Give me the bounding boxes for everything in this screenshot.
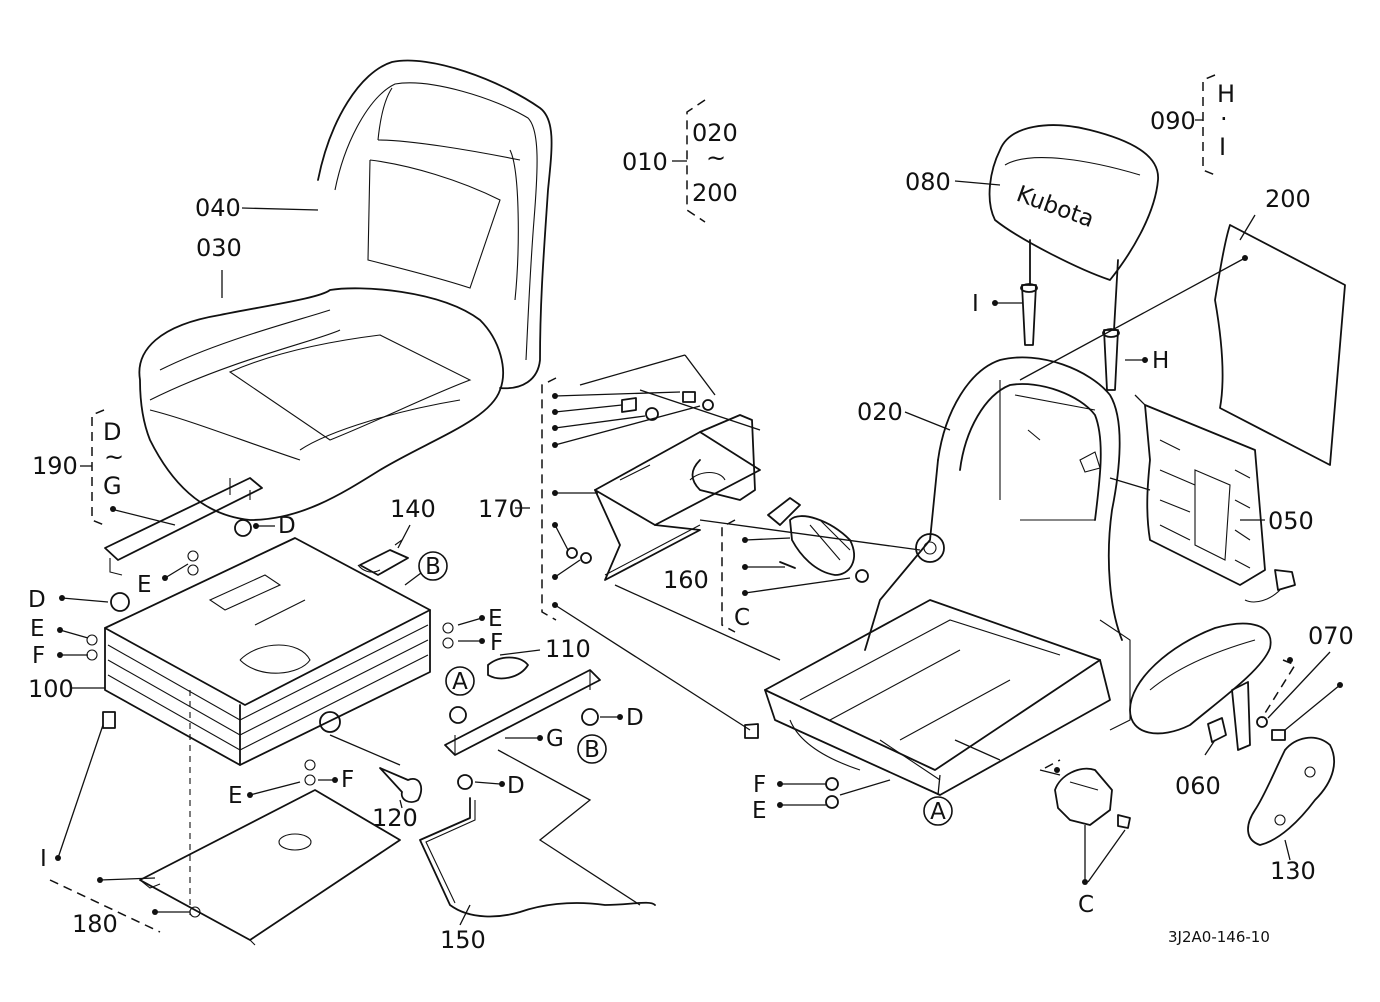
letter-f: F (32, 643, 45, 669)
label-190-d: D (103, 418, 121, 446)
label-020: 020 (857, 398, 903, 426)
label-130: 130 (1270, 857, 1316, 885)
letter-d: D (507, 773, 525, 799)
letter-g: G (546, 726, 564, 752)
label-010: 010 (622, 148, 668, 176)
drawing-code: 3J2A0-146-10 (1168, 928, 1270, 946)
label-range-tilde: ~ (706, 144, 726, 172)
label-080: 080 (905, 168, 951, 196)
circled-letter: B (584, 737, 600, 763)
letter-e: E (137, 572, 152, 598)
cover-130 (1247, 736, 1336, 846)
label-030: 030 (196, 234, 242, 262)
bracket-c-lower (1054, 767, 1131, 829)
armrest-070 (1129, 622, 1272, 751)
label-190-tilde: ~ (104, 443, 124, 471)
leader-040-030 (221, 207, 319, 298)
circled-ref-a1: A (445, 666, 475, 696)
letter-i: I (972, 291, 979, 317)
label-100: 100 (28, 675, 74, 703)
bracket-110 (487, 656, 529, 680)
label-050: 050 (1268, 507, 1314, 535)
back-panel-200 (1214, 224, 1346, 466)
dashed-brackets-right (1044, 74, 1216, 769)
spring-mat-050 (1144, 404, 1296, 603)
label-190: 190 (32, 452, 78, 480)
letter-f: F (490, 630, 503, 656)
label-020-range-start: 020 (692, 119, 738, 147)
label-180: 180 (72, 910, 118, 938)
label-140: 140 (390, 495, 436, 523)
latch-060 (1207, 717, 1227, 743)
label-170: 170 (478, 495, 524, 523)
hardware-right (744, 716, 1286, 809)
letter-d: D (278, 513, 296, 539)
fasteners-170 (566, 391, 714, 564)
seat-cushion-030 (138, 287, 504, 521)
slide-rail-190 (104, 477, 263, 576)
bracket-170 (594, 414, 761, 581)
seat-backrest-040 (317, 59, 553, 390)
dots-middle (552, 393, 748, 608)
headrest-guides (1020, 283, 1120, 391)
hardware-left (86, 519, 599, 918)
letter-e: E (30, 616, 45, 642)
suspension-base-100 (104, 537, 431, 766)
label-070: 070 (1308, 622, 1354, 650)
letter-f: F (341, 767, 354, 793)
dashed-brackets-left (49, 409, 161, 933)
rod-150 (419, 797, 656, 918)
label-110: 110 (545, 635, 591, 663)
letter-e: E (752, 798, 767, 824)
knob-120 (379, 767, 422, 803)
letter-i: I (40, 846, 47, 872)
label-200-range-end: 200 (692, 179, 738, 207)
lever-160 (767, 497, 869, 583)
letter-e: E (488, 606, 503, 632)
label-060: 060 (1175, 772, 1221, 800)
label-160: 160 (663, 566, 709, 594)
headrest-080: Kubota (988, 124, 1159, 331)
dashed-brackets-middle (541, 99, 736, 633)
circled-ref-b2: B (577, 734, 607, 764)
harness-140 (357, 539, 409, 576)
letter-h: H (1152, 348, 1169, 374)
leaders-170 (515, 354, 921, 731)
label-150: 150 (440, 926, 486, 954)
circled-letter: A (930, 799, 946, 825)
letter-e: E (228, 783, 243, 809)
letter-d: D (28, 587, 46, 613)
seat-frame-020 (764, 356, 1131, 796)
letter-c: C (734, 605, 750, 631)
label-090-dot: · (1220, 105, 1228, 133)
brand-logo-text: Kubota (1013, 181, 1097, 233)
leaders-right (780, 180, 1341, 883)
letter-reference-labels: D E D E F E F G D D E F I C I H F E C (28, 291, 1169, 918)
letter-c: C (1078, 892, 1094, 918)
label-190-g: G (103, 472, 122, 500)
circled-ref-a2: A (923, 796, 953, 826)
letter-d: D (626, 705, 644, 731)
mounting-plate-180 (139, 789, 401, 946)
label-120: 120 (372, 804, 418, 832)
part-number-labels: 010 020 ~ 200 040 030 190 D ~ G 140 170 … (28, 80, 1354, 954)
label-200: 200 (1265, 185, 1311, 213)
circled-ref-b1: B (418, 551, 448, 581)
letter-f: F (753, 772, 766, 798)
slide-rail-right (444, 669, 601, 756)
dots-right (777, 255, 1343, 885)
dots-left (55, 506, 623, 915)
label-040: 040 (195, 194, 241, 222)
label-090: 090 (1150, 107, 1196, 135)
circled-letter: A (452, 669, 468, 695)
label-090-i: I (1219, 133, 1226, 161)
circled-letter: B (425, 554, 441, 580)
label-090-h: H (1217, 80, 1235, 108)
